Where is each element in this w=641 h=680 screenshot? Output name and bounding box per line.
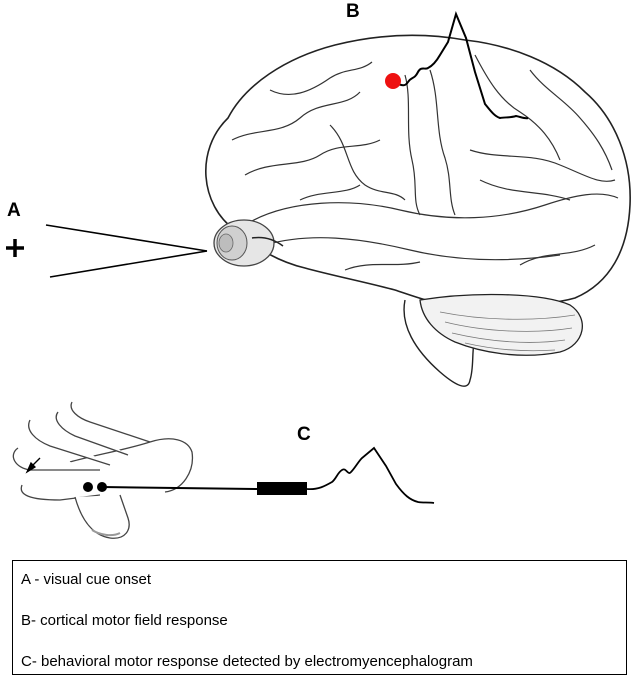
label-c: C (297, 424, 311, 445)
legend-box: A - visual cue onset B- cortical motor f… (12, 560, 627, 675)
emg-cable (101, 486, 258, 490)
visual-cue-cross (6, 239, 24, 257)
arrow-icon (25, 457, 41, 474)
emg-amplifier (257, 482, 307, 495)
label-b: B (346, 1, 360, 22)
brain-illustration (205, 34, 631, 387)
emg-response-trace (306, 446, 435, 504)
cortical-response-trace (392, 10, 529, 120)
legend-item-c: C- behavioral motor response detected by… (21, 653, 473, 670)
eye-illustration (213, 219, 284, 267)
legend-item-a: A - visual cue onset (21, 571, 152, 588)
hand-illustration (12, 401, 194, 539)
label-a: A (7, 200, 21, 221)
cortical-stimulation-dot (385, 73, 401, 89)
legend-item-b: B- cortical motor field response (21, 612, 228, 629)
sight-lines (45, 224, 208, 278)
